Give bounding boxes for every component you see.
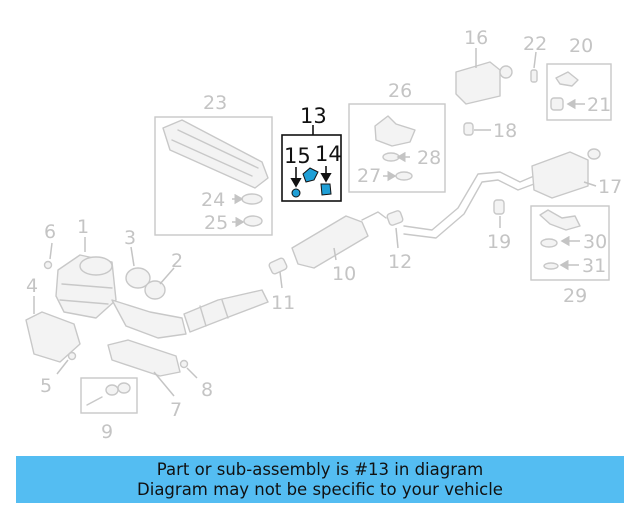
bolt-8: [179, 359, 189, 369]
rear-muffler-17: [531, 151, 589, 199]
callout-6: 6: [44, 221, 56, 243]
heat-shield-bracket-13: [302, 167, 319, 183]
callout-10: 10: [332, 263, 356, 285]
callout-18: 18: [493, 120, 517, 142]
bracket-20: [555, 71, 579, 87]
callout-11: 11: [271, 292, 295, 314]
callout-2: 2: [171, 250, 183, 272]
callout-9: 9: [101, 421, 113, 443]
clamp-3: [125, 267, 151, 289]
flange-7: [107, 339, 181, 377]
callout-8: 8: [201, 379, 213, 401]
callout-29: 29: [563, 285, 587, 307]
callout-28: 28: [417, 147, 441, 169]
info-banner: Part or sub-assembly is #13 in diagram D…: [16, 456, 624, 503]
callout-26: 26: [388, 80, 412, 102]
nut-14: [320, 183, 332, 196]
callout-25: 25: [204, 212, 228, 234]
callout-15: 15: [284, 144, 311, 168]
box-part-29: [530, 205, 610, 281]
clamp-12: [386, 210, 404, 226]
callout-21: 21: [587, 94, 611, 116]
callout-23: 23: [203, 92, 227, 114]
nut-31: [543, 262, 559, 270]
box-part-13-highlighted: [281, 134, 342, 202]
washer-28: [382, 152, 400, 162]
callout-1: 1: [77, 216, 89, 238]
gasket-2: [144, 280, 166, 300]
gasket-25: [243, 215, 263, 227]
hanger-19: [493, 199, 505, 215]
callout-16: 16: [464, 27, 488, 49]
nut-27: [395, 171, 413, 181]
mount-21: [550, 97, 564, 111]
washer-30: [540, 238, 558, 248]
callout-14: 14: [315, 142, 342, 166]
nut-24: [241, 193, 263, 205]
plug-6: [43, 260, 53, 270]
bolt-5: [67, 351, 77, 361]
clamp-11: [268, 257, 288, 275]
bracket-29: [539, 209, 581, 231]
gasket-9b: [117, 382, 131, 394]
box-part-9: [80, 377, 138, 414]
callout-22: 22: [523, 33, 547, 55]
callout-13-highlighted: 13: [300, 104, 327, 128]
callout-24: 24: [201, 189, 225, 211]
callout-19: 19: [487, 231, 511, 253]
middle-muffler-10: [291, 215, 369, 269]
gasket-9a: [105, 384, 119, 396]
rear-pipe: [403, 171, 535, 231]
callout-4: 4: [26, 275, 38, 297]
front-pipe: [111, 299, 187, 339]
callout-17: 17: [598, 176, 622, 198]
box-part-20: [546, 63, 612, 121]
callout-5: 5: [40, 375, 52, 397]
callout-30: 30: [583, 231, 607, 253]
mount-18: [463, 122, 474, 136]
box-part-23: [154, 116, 273, 236]
callout-7: 7: [170, 399, 182, 421]
bolt-15: [291, 188, 301, 198]
bolt-22: [530, 69, 538, 83]
callout-12: 12: [388, 251, 412, 273]
muffler-16: [455, 61, 501, 105]
banner-line-2: Diagram may not be specific to your vehi…: [137, 479, 503, 499]
callout-20: 20: [569, 35, 593, 57]
callout-27: 27: [357, 165, 381, 187]
callout-31: 31: [582, 255, 606, 277]
shield-4: [25, 311, 81, 363]
banner-line-1: Part or sub-assembly is #13 in diagram: [156, 459, 484, 479]
bracket-26: [374, 115, 416, 147]
box-part-26: [348, 103, 446, 193]
callout-3: 3: [124, 227, 136, 249]
